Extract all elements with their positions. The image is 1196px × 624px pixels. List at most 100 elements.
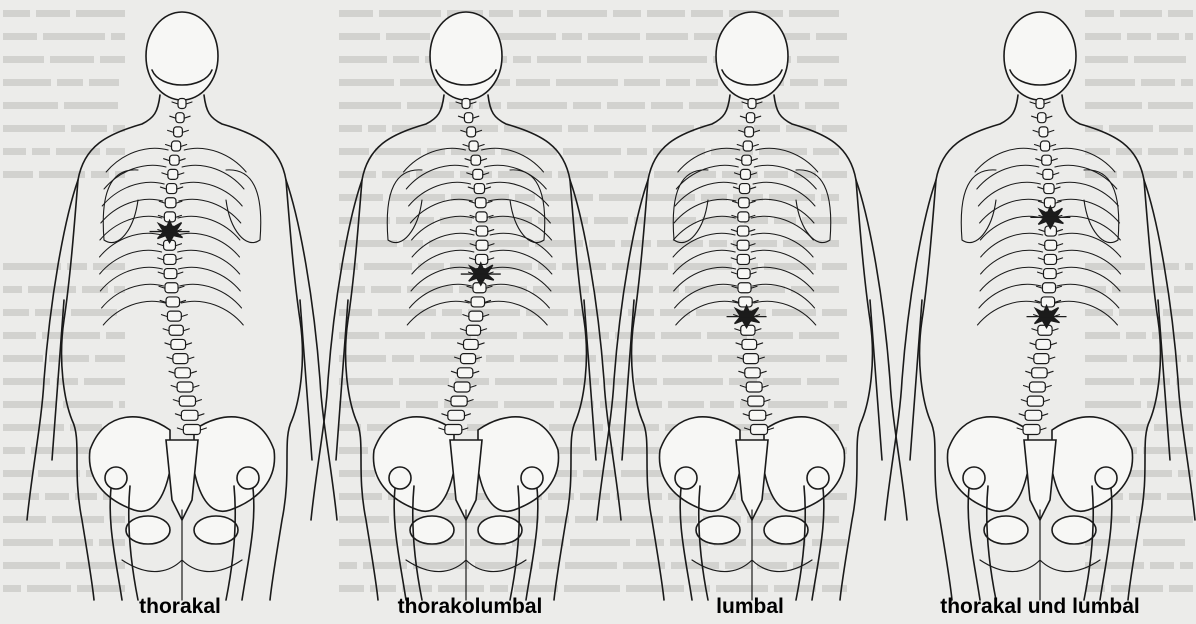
rib-left bbox=[412, 250, 474, 274]
right-ischium bbox=[1052, 516, 1096, 544]
vertebra bbox=[165, 283, 178, 293]
vertebra bbox=[738, 212, 749, 222]
vertebra bbox=[1023, 425, 1040, 435]
rib-right bbox=[181, 301, 243, 325]
vertebra bbox=[743, 141, 752, 151]
vertebra bbox=[171, 339, 186, 349]
vertebra bbox=[461, 354, 476, 364]
left-ischium bbox=[984, 516, 1028, 544]
vertebra bbox=[165, 198, 176, 208]
label-thorakal-und-lumbal: thorakal und lumbal bbox=[900, 592, 1180, 622]
vertebra bbox=[475, 254, 487, 264]
right-ischium bbox=[478, 516, 522, 544]
vertebra bbox=[445, 425, 462, 435]
sacrum bbox=[450, 440, 482, 520]
vertebra bbox=[166, 184, 176, 194]
vertebra bbox=[169, 325, 183, 335]
rib-left bbox=[101, 199, 163, 223]
vertebra bbox=[738, 283, 751, 293]
left-ischium bbox=[126, 516, 170, 544]
vertebra bbox=[737, 226, 749, 236]
vertebra bbox=[176, 113, 184, 123]
vertebra bbox=[179, 396, 195, 406]
lesion-lumbar bbox=[1027, 306, 1067, 328]
vertebra bbox=[164, 269, 177, 279]
rib-right bbox=[178, 267, 240, 291]
vertebra bbox=[164, 254, 176, 264]
right-femoral-head bbox=[807, 467, 829, 489]
right-femoral-head bbox=[237, 467, 259, 489]
vertebra bbox=[476, 226, 488, 236]
vertebra bbox=[451, 396, 467, 406]
vertebra bbox=[1036, 99, 1044, 109]
vertebra bbox=[745, 368, 760, 378]
skull bbox=[1004, 12, 1076, 100]
vertebra bbox=[474, 184, 484, 194]
sacrum bbox=[736, 440, 768, 520]
vertebra bbox=[1042, 283, 1055, 293]
sacrum bbox=[166, 440, 198, 520]
vertebra bbox=[746, 382, 762, 392]
figure-thorakal bbox=[27, 12, 337, 600]
vertebra bbox=[1045, 240, 1057, 250]
right-scapula bbox=[1084, 170, 1119, 243]
sacrum bbox=[1024, 440, 1056, 520]
vertebra bbox=[1043, 269, 1056, 279]
vertebra bbox=[464, 339, 479, 349]
left-scapula bbox=[673, 170, 708, 243]
vertebra bbox=[748, 99, 756, 109]
vertebra bbox=[471, 297, 484, 307]
right-femoral-head bbox=[521, 467, 543, 489]
vertebra bbox=[476, 240, 488, 250]
vertebra bbox=[462, 99, 470, 109]
left-femoral-head bbox=[389, 467, 411, 489]
rib-left bbox=[977, 301, 1039, 325]
vertebra bbox=[469, 141, 478, 151]
figure-lumbal bbox=[597, 12, 907, 600]
label-thorakal: thorakal bbox=[70, 592, 290, 622]
vertebra bbox=[745, 127, 754, 137]
rib-right bbox=[180, 284, 242, 308]
vertebra bbox=[177, 382, 193, 392]
vertebra bbox=[1044, 254, 1056, 264]
vertebra bbox=[475, 198, 486, 208]
vertebra bbox=[746, 113, 754, 123]
skull bbox=[716, 12, 788, 100]
vertebra bbox=[170, 155, 180, 165]
vertebra bbox=[476, 212, 487, 222]
vertebra bbox=[1032, 368, 1047, 378]
vertebra bbox=[454, 382, 470, 392]
vertebra bbox=[737, 240, 749, 250]
vertebra bbox=[178, 99, 186, 109]
left-femoral-head bbox=[963, 467, 985, 489]
vertebra bbox=[737, 269, 750, 279]
vertebra bbox=[748, 396, 764, 406]
vertebra bbox=[167, 311, 181, 321]
vertebra bbox=[469, 311, 483, 321]
rib-left bbox=[102, 182, 164, 206]
vertebra bbox=[742, 155, 752, 165]
vertebra bbox=[448, 410, 465, 420]
vertebra bbox=[739, 297, 752, 307]
vertebra bbox=[1025, 410, 1042, 420]
vertebra bbox=[457, 368, 472, 378]
right-ischium bbox=[194, 516, 238, 544]
vertebra bbox=[738, 198, 749, 208]
vertebra bbox=[1044, 184, 1054, 194]
skull bbox=[146, 12, 218, 100]
right-femoral-head bbox=[1095, 467, 1117, 489]
rib-left bbox=[980, 267, 1042, 291]
lesion-lumbar bbox=[727, 306, 767, 328]
vertebra bbox=[166, 297, 179, 307]
vertebra bbox=[466, 325, 480, 335]
vertebra bbox=[1041, 297, 1054, 307]
vertebra bbox=[751, 425, 768, 435]
vertebra bbox=[743, 354, 758, 364]
vertebra bbox=[1027, 396, 1043, 406]
rib-left bbox=[981, 250, 1043, 274]
vertebra bbox=[741, 325, 755, 335]
vertebra bbox=[1034, 354, 1049, 364]
right-scapula bbox=[510, 170, 545, 243]
vertebra bbox=[742, 339, 757, 349]
